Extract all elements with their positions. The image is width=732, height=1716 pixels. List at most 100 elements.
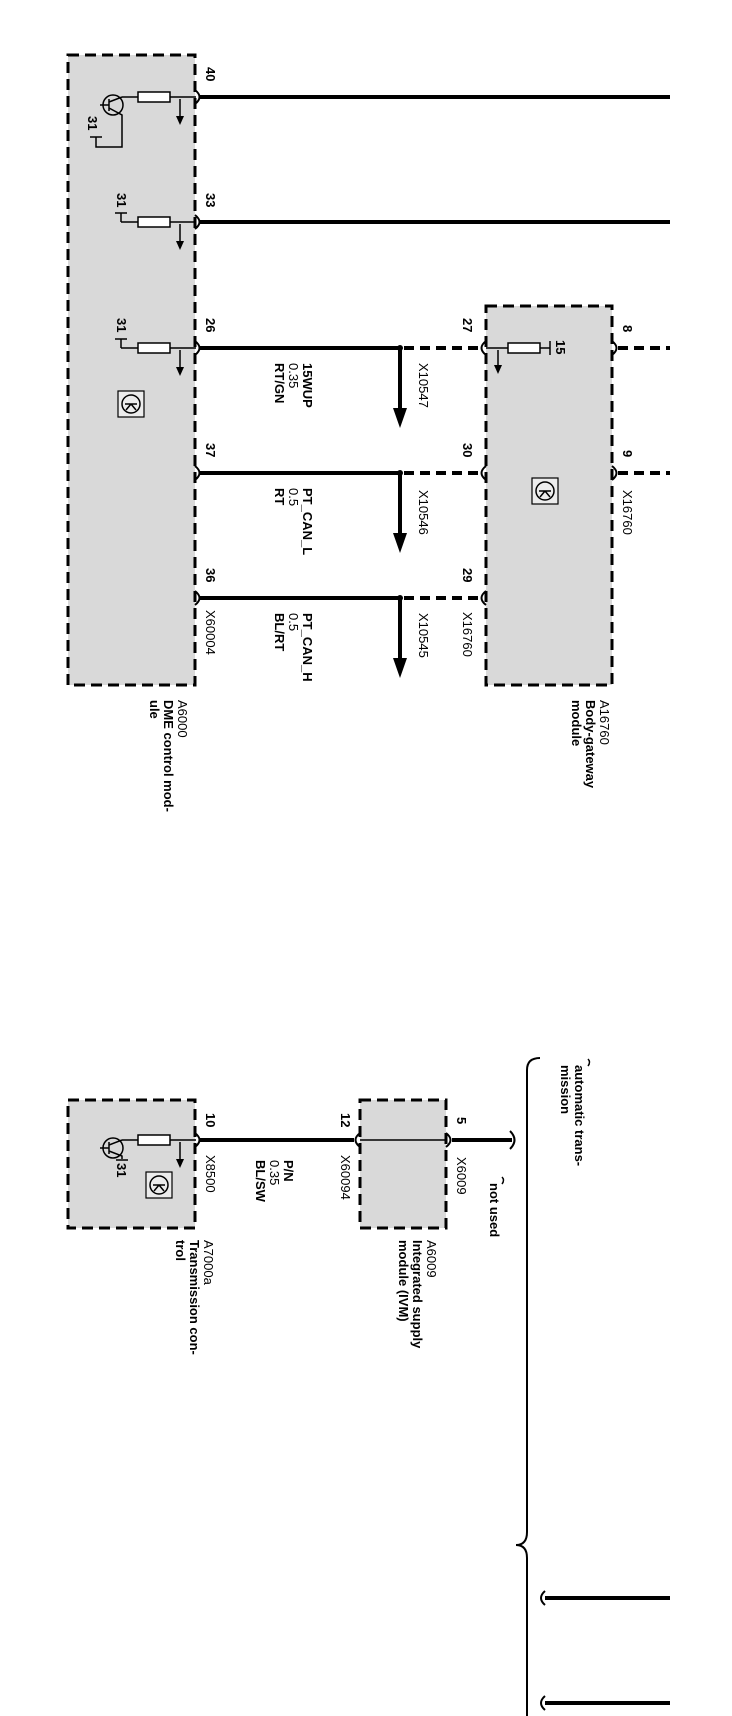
pin-connector-mark [354,1132,361,1148]
icon-circle [535,481,555,501]
pin-connector-mark [480,590,487,606]
module-name-line1: Transmission con- [187,1240,202,1355]
dme-pin-33-circuit [115,212,196,250]
pin-connector-mark [194,1132,201,1148]
not-used-note: not used [487,1183,502,1237]
connector-label: X60004 [203,610,218,655]
supply-terminal-label: 15 [553,340,568,354]
pin-connector-mark [194,89,201,105]
pin-connector-mark [445,1132,452,1148]
wire-end-mark [509,1130,516,1150]
pin-connector-mark [480,465,487,481]
module-name-line2: module [569,700,584,746]
transistor-leads [100,1139,123,1159]
splice-connector-label: X10546 [416,490,431,535]
pin-connector-mark [611,340,618,356]
icon-glyph [125,403,137,411]
module-name-line1: Body-gateway [583,700,598,789]
resistor-icon [137,342,171,354]
module-name-line1: Integrated supply [410,1240,425,1349]
pin-number: 12 [338,1113,353,1127]
transmission-module-box [66,1098,197,1230]
body-gateway-module: 27 30 29 X16760 8 9 X16760 15 A16760 Bod… [460,304,670,789]
module-id: A6009 [424,1240,439,1278]
module-name-line1: DME control mod- [161,700,176,812]
wire-cross-section: 0.5 [286,488,301,506]
wire-cross-section: 0.35 [267,1160,282,1185]
wire-end-mark [540,1695,546,1711]
wire-cross-section: 0.35 [286,363,301,388]
top-wires: 15WUP 0.35 RT/GN X10547 PT_CAN_L 0.5 RT … [200,95,670,682]
wire-end-mark [540,1590,546,1606]
pin-number: 27 [460,318,475,332]
pin-number: 8 [620,325,635,332]
dme-pin-26-circuit [115,338,196,376]
wire-color: RT/GN [272,363,287,403]
splice-dot [397,345,403,351]
pin-number: 10 [203,1113,218,1127]
pin-connector-mark [480,340,487,356]
wire-color: BL/RT [272,613,287,651]
pin-number: 37 [203,443,218,457]
splice-dot [397,470,403,476]
wire-signal: PT_CAN_L [300,488,315,555]
brace-line [515,1057,541,1716]
icon-glyph [153,1184,165,1192]
connector-label: X16760 [460,612,475,657]
footnote-mark-icon [587,1058,591,1067]
pin-number: 29 [460,568,475,582]
splice-connector-label: X10547 [416,363,431,408]
control-unit-icon [531,477,559,505]
dme-control-module: 40 33 26 37 36 X60004 31 31 31 A6000 DME… [66,53,218,812]
wire-color: BL/SW [253,1160,268,1203]
variant-note-line2: mission [558,1065,573,1114]
wire-signal: PT_CAN_H [300,613,315,682]
arrowhead-icon [176,367,184,376]
arrowhead-icon [494,365,502,374]
pin-number: 33 [203,193,218,207]
wire-signal: P/N [281,1160,296,1182]
pin-number: 36 [203,568,218,582]
wire-color: RT [272,488,287,505]
pin-number: 26 [203,318,218,332]
pin-connector-mark [611,465,618,481]
arrowhead-icon [393,658,407,678]
module-id: A7000a [201,1240,216,1286]
dme-module-box [66,53,197,687]
splice-connector-label: X10545 [416,613,431,658]
connector-label: X16760 [620,490,635,535]
icon-circle [149,1175,169,1195]
integrated-supply-module: 12 X60094 5 X6009 A6009 Integrated suppl… [338,1098,516,1349]
pin-number: 30 [460,443,475,457]
pin-connector-mark [194,340,201,356]
module-name-line2: trol [173,1240,188,1261]
icon-glyph [539,490,551,498]
module-id: A16760 [597,700,612,745]
arrowhead-icon [176,116,184,125]
pin-number: 40 [203,67,218,81]
transistor-leads [95,96,123,148]
ground-label: 31 [114,318,129,332]
wire-signal: 15WUP [300,363,315,408]
connector-label: X8500 [203,1155,218,1193]
control-unit-icon [117,390,145,418]
transmission-control-module: 10 X8500 31 P/N 0.35 BL/SW A7000a Transm… [66,1098,354,1355]
ground-label: 31 [85,116,100,130]
pin-number: 5 [454,1117,469,1124]
arrowhead-icon [393,408,407,428]
pin-connector-mark [194,465,201,481]
arrowhead-icon [176,1159,184,1168]
resistor-icon [137,1134,171,1146]
splice-dot [397,595,403,601]
pin-connector-mark [194,590,201,606]
resistor-icon [137,216,171,228]
connector-label: X6009 [454,1157,469,1195]
bgw-pin-27-circuit [486,341,551,374]
pin-number: 9 [620,450,635,457]
arrowhead-icon [393,533,407,553]
resistor-icon [507,342,541,354]
pin-connector-mark [194,214,201,230]
dme-pin-40-circuit [90,91,196,148]
ground-label: 31 [114,193,129,207]
